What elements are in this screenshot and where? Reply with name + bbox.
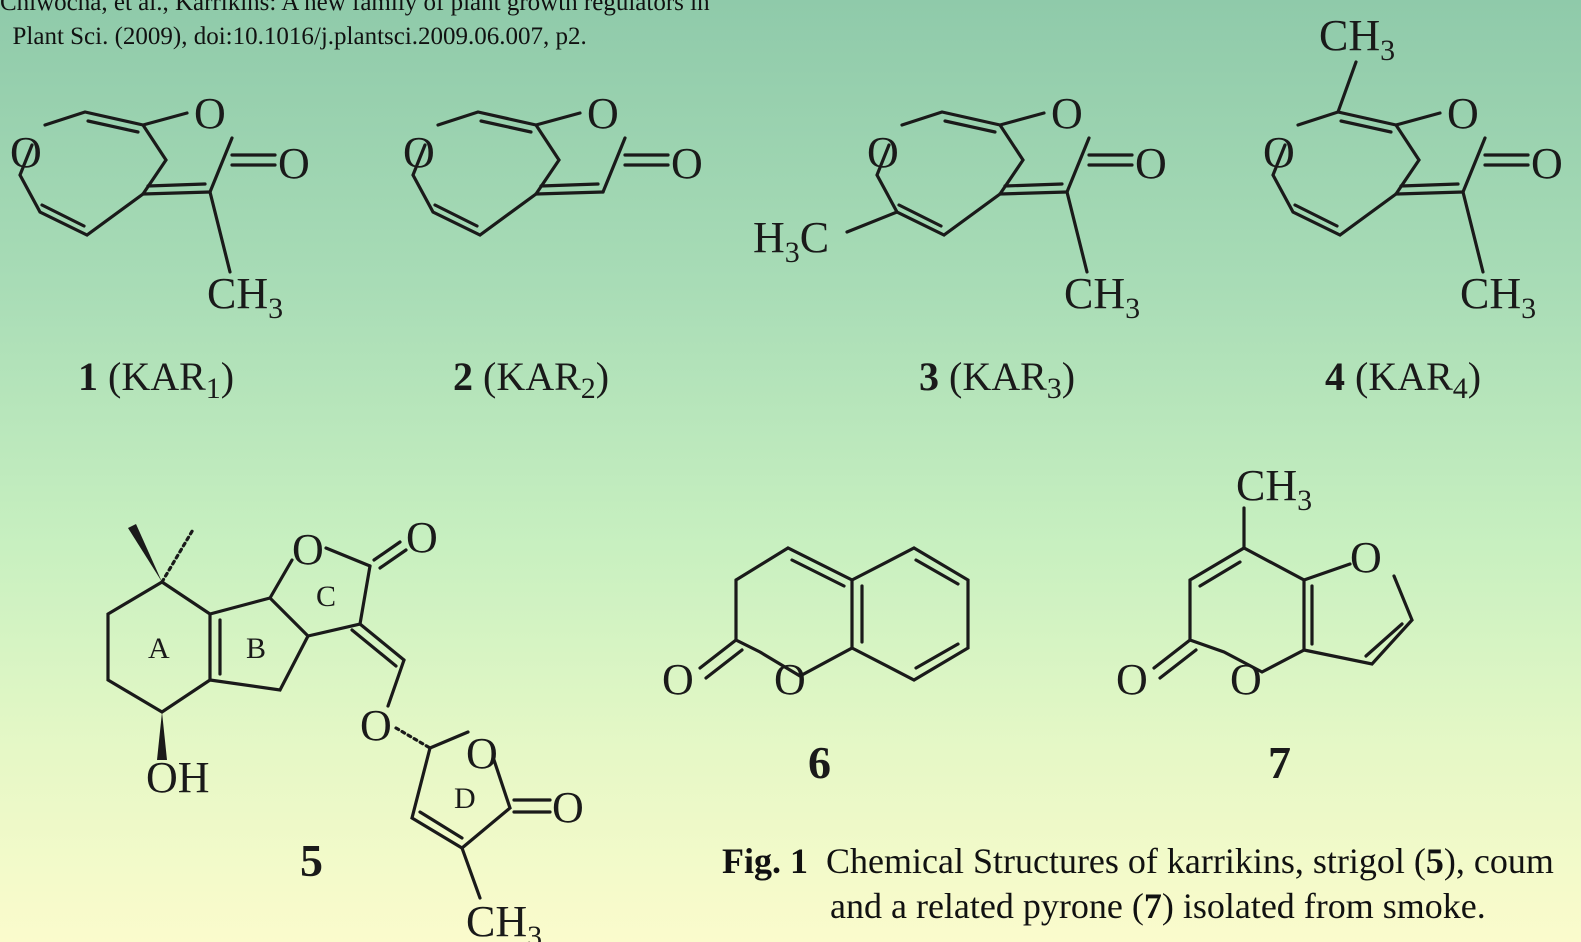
methyl-group: CH3: [1236, 461, 1312, 517]
citation-line-2: Plant Sci. (2009), doi:10.1016/j.plantsc…: [12, 23, 587, 50]
atom-o: O: [10, 128, 42, 177]
label-compound-6: 6: [808, 737, 831, 788]
atom-o: O: [1531, 139, 1563, 188]
compound-1-bonds: [18, 110, 168, 237]
atom-o: O: [1447, 89, 1479, 138]
methyl-group: CH3: [1064, 269, 1140, 325]
atom-o: O: [278, 139, 310, 188]
label-compound-7: 7: [1268, 737, 1291, 788]
wedge-bond: [128, 524, 162, 582]
label-compound-5: 5: [300, 835, 323, 886]
atom-o: O: [1135, 139, 1167, 188]
methyl-group: CH3: [466, 897, 542, 942]
atom-o: O: [774, 655, 806, 704]
atom-o: O: [671, 139, 703, 188]
atom-o: O: [1051, 89, 1083, 138]
citation-line-1: Chiwocha, et al., Karrikins: A new famil…: [0, 0, 710, 16]
methyl-group: CH3: [1319, 11, 1395, 67]
atom-o: O: [406, 513, 438, 562]
atom-o: O: [1263, 128, 1295, 177]
caption-line-2: and a related pyrone (7) isolated from s…: [830, 886, 1486, 926]
citation: Chiwocha, et al., Karrikins: A new famil…: [0, 0, 710, 54]
atom-o: O: [466, 729, 498, 778]
atom-o: O: [662, 655, 694, 704]
atom-o: O: [403, 128, 435, 177]
methyl-group: CH3: [1460, 269, 1536, 325]
atom-o: O: [1116, 655, 1148, 704]
label-compound-3: 3 (KAR3): [919, 354, 1075, 405]
methyl-group: CH3: [207, 269, 283, 325]
label-compound-1: 1 (KAR1): [78, 354, 234, 405]
ring-label-c: C: [316, 580, 336, 613]
compound-5: OH O O O O O CH3 A B C D 5: [106, 513, 584, 942]
atom-o: O: [1230, 655, 1262, 704]
atom-o: O: [552, 783, 584, 832]
caption-line-1: Fig. 1 Chemical Structures of karrikins,…: [722, 841, 1554, 881]
compound-1: O O O CH3 1 (KAR1): [10, 89, 310, 405]
figure-caption: Fig. 1 Chemical Structures of karrikins,…: [722, 839, 1554, 929]
compound-6: O O 6: [662, 546, 970, 788]
ring-label-a: A: [148, 632, 170, 665]
atom-o: O: [360, 701, 392, 750]
atom-o: O: [1350, 533, 1382, 582]
ring-label-b: B: [246, 632, 266, 665]
compound-2: O O O 2 (KAR2): [403, 89, 703, 405]
wedge-bond: [157, 712, 167, 760]
label-compound-4: 4 (KAR4): [1325, 354, 1481, 405]
hydroxyl-group: OH: [146, 753, 210, 802]
ring-label-d: D: [454, 782, 476, 815]
compound-3: O O O CH3 H3C 3 (KAR3): [753, 89, 1167, 405]
atom-o: O: [867, 128, 899, 177]
atom-o: O: [292, 525, 324, 574]
compound-7: CH3 O O O 7: [1116, 461, 1414, 788]
label-compound-2: 2 (KAR2): [453, 354, 609, 405]
atom-o: O: [194, 89, 226, 138]
atom-o: O: [587, 89, 619, 138]
methyl-group: H3C: [753, 213, 829, 269]
compound-4: O O O CH3 CH3 4 (KAR4): [1263, 11, 1563, 405]
